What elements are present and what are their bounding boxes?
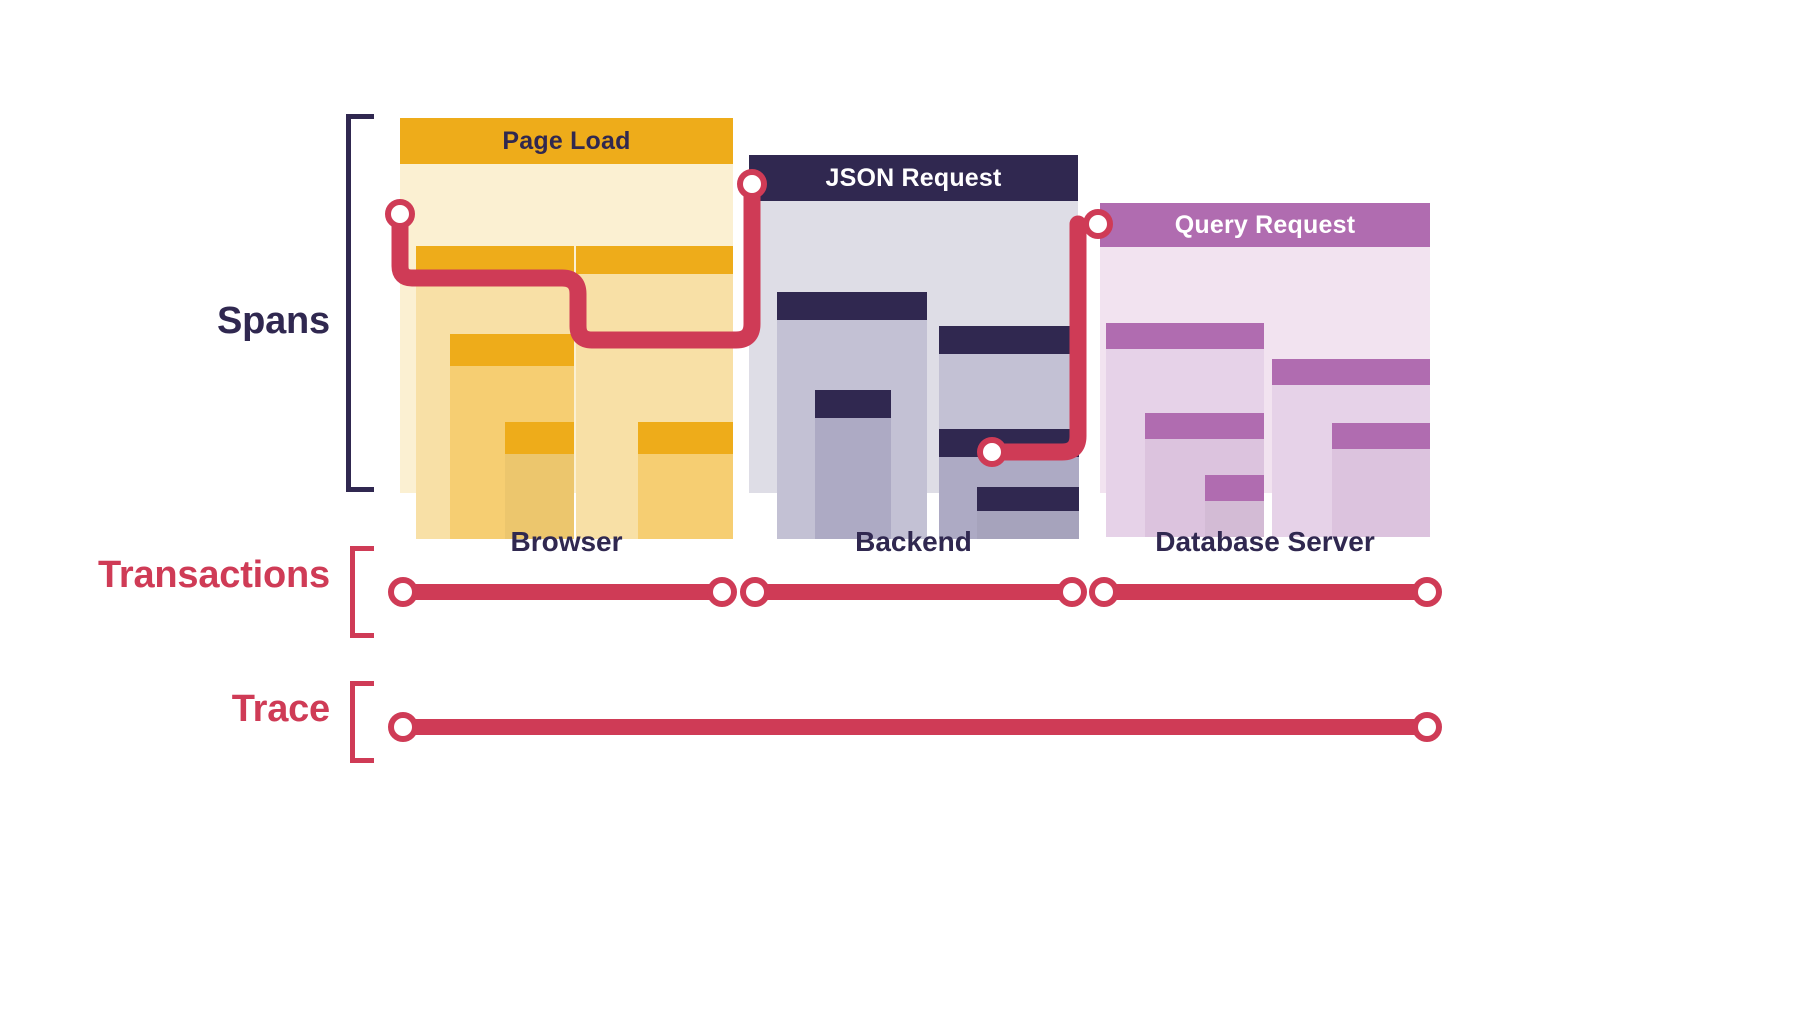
- span-group-title-browser: Page Load: [400, 118, 733, 164]
- span-connector-node[interactable]: [385, 199, 415, 229]
- transaction-node[interactable]: [707, 577, 737, 607]
- bracket-spans: [346, 114, 374, 492]
- span-bar-header: [416, 246, 574, 274]
- span-bar[interactable]: [977, 487, 1079, 539]
- span-bar-header: [1145, 413, 1264, 439]
- span-bar-header: [576, 246, 733, 274]
- span-bar[interactable]: [815, 390, 891, 539]
- transaction-segment[interactable]: [400, 584, 723, 600]
- span-group-backend[interactable]: JSON Request: [749, 155, 1079, 539]
- transaction-node[interactable]: [740, 577, 770, 607]
- trace-node[interactable]: [388, 712, 418, 742]
- span-bar-header: [777, 292, 927, 320]
- transaction-node[interactable]: [1412, 577, 1442, 607]
- row-label-spans: Spans: [216, 300, 330, 342]
- span-bar-header: [450, 334, 574, 366]
- transaction-segment[interactable]: [1103, 584, 1428, 600]
- span-bar-header: [939, 326, 1079, 354]
- transaction-segment[interactable]: [755, 584, 1073, 600]
- span-bar-header: [1106, 323, 1264, 349]
- bracket-transactions: [350, 546, 374, 638]
- span-bar-header: [1272, 359, 1430, 385]
- row-label-transactions: Transactions: [97, 554, 330, 596]
- span-bar-header: [1332, 423, 1430, 449]
- service-label-database: Database Server: [1155, 526, 1375, 557]
- span-bar[interactable]: [1205, 475, 1264, 537]
- span-group-title-database: Query Request: [1100, 203, 1430, 247]
- service-label-browser: Browser: [510, 526, 623, 557]
- span-group-browser[interactable]: Page Load: [400, 118, 733, 539]
- transaction-node[interactable]: [1089, 577, 1119, 607]
- trace-node[interactable]: [1412, 712, 1442, 742]
- transaction-node[interactable]: [1057, 577, 1087, 607]
- transaction-node[interactable]: [388, 577, 418, 607]
- span-group-database[interactable]: Query Request: [1100, 203, 1430, 537]
- span-connector-node[interactable]: [977, 437, 1007, 467]
- span-bar-header: [638, 422, 733, 454]
- span-connector-node[interactable]: [1083, 209, 1113, 239]
- span-bar-header: [815, 390, 891, 418]
- span-bar-header: [977, 487, 1079, 511]
- span-connector-node[interactable]: [737, 169, 767, 199]
- span-bar-header: [505, 422, 574, 454]
- row-label-trace: Trace: [231, 688, 331, 730]
- span-group-title-backend: JSON Request: [749, 155, 1078, 201]
- bracket-trace: [350, 681, 374, 763]
- service-label-backend: Backend: [855, 526, 972, 557]
- span-bar-header: [1205, 475, 1264, 501]
- span-bar[interactable]: [1332, 423, 1430, 537]
- span-bar[interactable]: [505, 422, 574, 539]
- trace-segment[interactable]: [400, 719, 1428, 735]
- span-bar[interactable]: [638, 422, 733, 539]
- span-bar-header: [939, 429, 1079, 457]
